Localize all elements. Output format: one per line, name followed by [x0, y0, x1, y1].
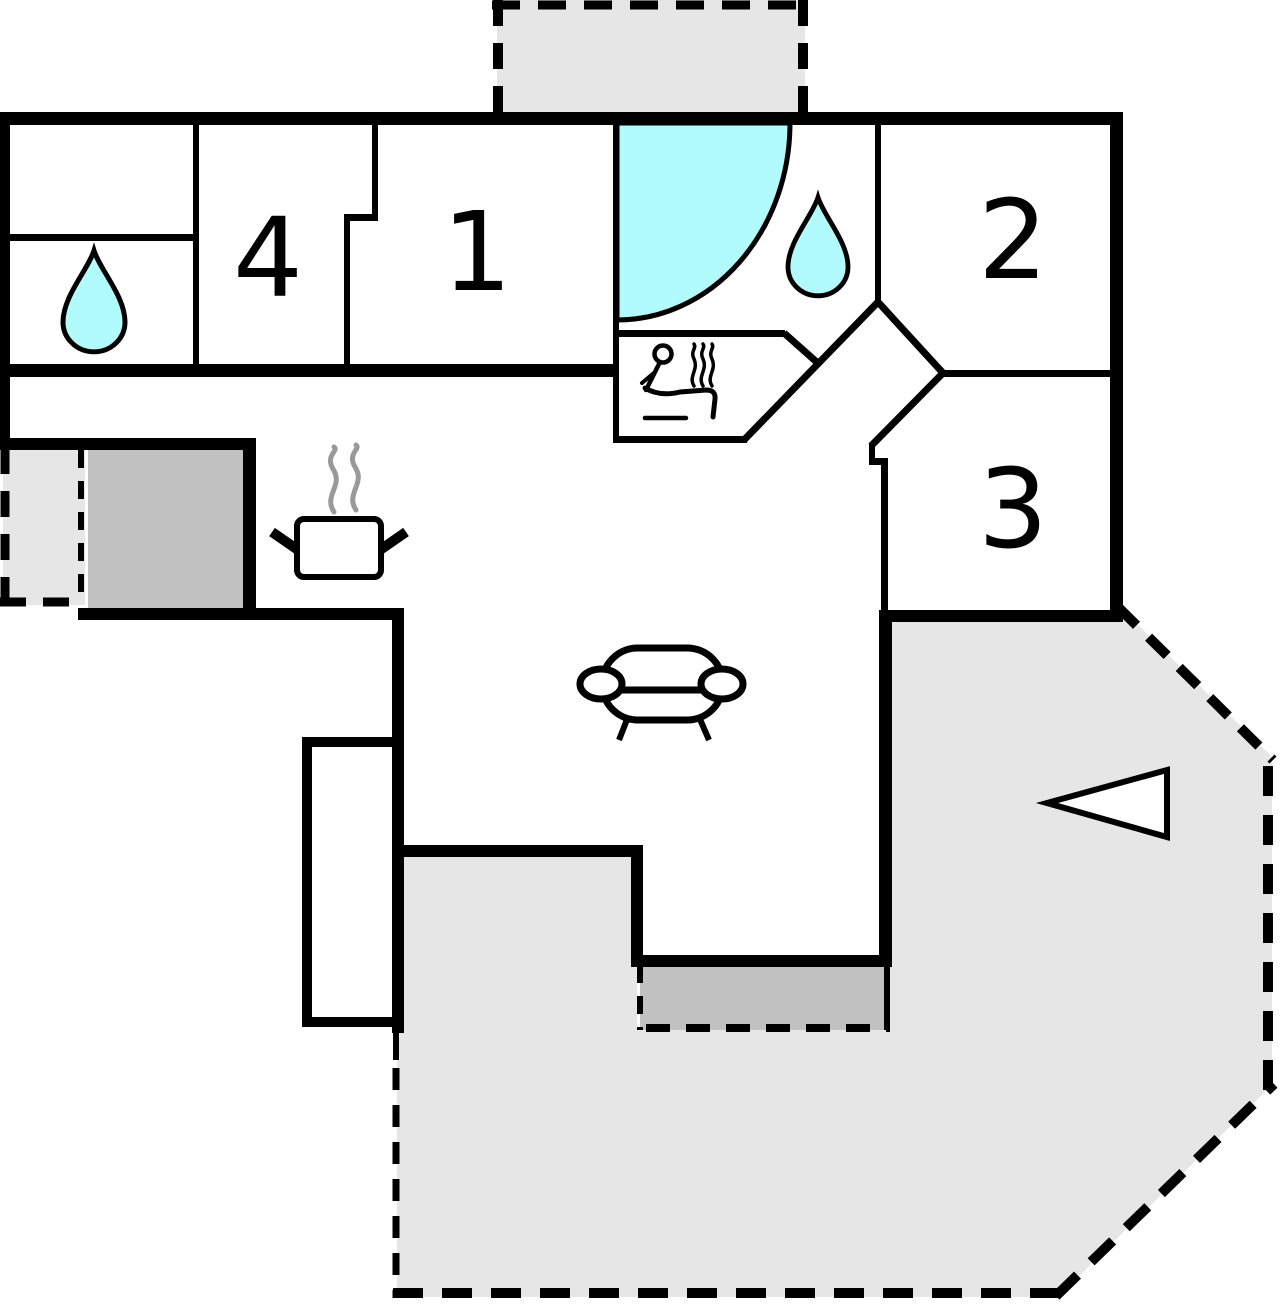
wall-room3-left: [881, 458, 888, 614]
wall-annex-top: [302, 737, 404, 747]
top-terrace: [492, 0, 812, 117]
terrace-dashed-border-top-right-diagonal: [1114, 603, 1277, 764]
wall-room3-bottom: [884, 610, 1123, 622]
shower-quarter-circle-icon: [614, 120, 793, 323]
sofa-armrest-left: [576, 665, 626, 703]
wall-divider-room4-room1-jog: [347, 214, 378, 221]
terrace-dashed-border-bottom-right-diagonal: [1052, 1080, 1278, 1300]
utility-dashed-area: [0, 448, 86, 610]
wall-diagonal-sauna-right: [741, 299, 881, 443]
kitchen-dark-block: [88, 450, 243, 612]
wall-living-left: [392, 608, 404, 1033]
room-4-label: 4: [233, 194, 303, 322]
wall-zigzag-vertical: [869, 444, 875, 465]
entrance-arrow-icon: [1035, 766, 1170, 841]
wall-zigzag-horizontal: [869, 458, 888, 465]
room-2-label: 2: [978, 176, 1048, 304]
water-drop-shape: [60, 242, 128, 355]
pot-handle-left: [269, 527, 301, 555]
wall-bedrooms-bottom: [0, 364, 619, 377]
wall-divider-bath-split: [7, 234, 196, 241]
utility-area-fill: [3, 450, 85, 605]
steaming-pot-icon: [269, 442, 409, 580]
wall-annex-left: [302, 737, 312, 1027]
patio-step-fill: [640, 965, 888, 1030]
sauna-steam-line-2: [699, 342, 707, 388]
wall-living-bottom-left: [392, 845, 643, 857]
wall-outer-right: [1110, 112, 1123, 622]
walls: [0, 112, 1123, 1033]
patio-step: [637, 965, 890, 1032]
wall-kitchen-top: [0, 438, 256, 450]
wall-kitchen-bottom: [78, 608, 404, 620]
sauna-person-icon: [640, 342, 718, 421]
wall-outer-top: [0, 112, 1123, 125]
wall-terrace-left: [879, 610, 892, 967]
pot-steam-line-2: [350, 442, 361, 513]
wall-room2-left: [875, 125, 881, 305]
wall-living-step-vertical: [631, 845, 643, 967]
top-terrace-fill: [497, 0, 805, 117]
wall-outer-left: [0, 112, 10, 450]
sauna-person-leg: [642, 385, 718, 420]
pot-body: [294, 516, 384, 580]
wall-diagonal-hall-room2: [875, 299, 946, 376]
wall-kitchen-block-right: [243, 438, 256, 620]
sauna-steam-line-1: [690, 342, 698, 388]
main-terrace-fill: [397, 610, 1272, 1297]
sauna-person-arm: [640, 370, 657, 385]
main-terrace: [392, 603, 1278, 1300]
wall-diagonal-room3-corner: [868, 370, 946, 449]
diagonal-walls: [741, 299, 946, 449]
water-drop-icon-left-bathroom: [60, 242, 128, 355]
sauna-person-torso: [643, 361, 662, 393]
sauna-person-head: [652, 343, 674, 365]
water-drop-icon-shower-bathroom: [785, 189, 851, 299]
room-3-label: 3: [978, 445, 1048, 573]
wall-shower-left: [613, 125, 619, 443]
wall-divider-bath-room4: [193, 125, 199, 365]
wall-divider-room4-room1-upper: [372, 125, 378, 220]
pot-steam-line-1: [328, 444, 339, 515]
wall-sauna-bottom: [617, 436, 747, 443]
wall-annex-bottom: [302, 1017, 404, 1027]
room-1-label: 1: [442, 188, 512, 316]
sofa-armrest-right: [697, 665, 747, 703]
wall-diagonal-sauna-corner: [781, 330, 823, 368]
pot-handle-right: [377, 527, 409, 555]
sofa-icon: [576, 644, 747, 742]
wall-divider-room4-room1-lower: [344, 214, 350, 365]
sauna-steam-line-3: [708, 342, 716, 388]
water-drop-shape: [785, 189, 851, 299]
wall-divider-room2-room3: [940, 370, 1112, 377]
wall-living-bottom-right: [637, 955, 892, 967]
wall-sauna-top: [617, 330, 785, 337]
